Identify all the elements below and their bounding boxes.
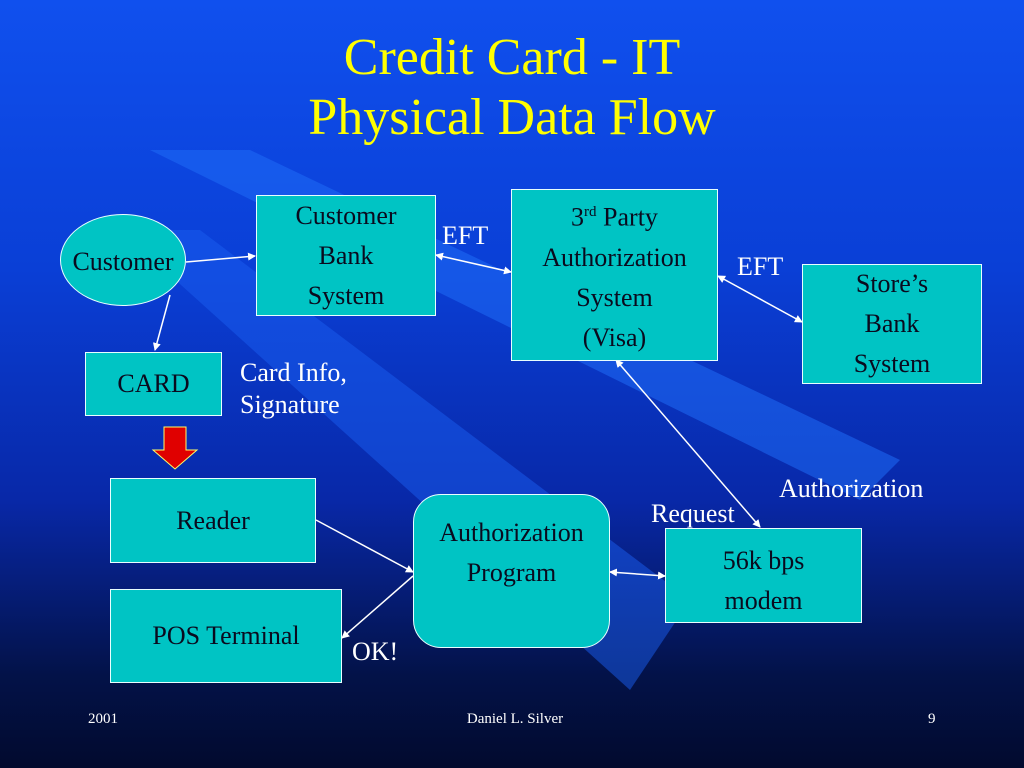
customer-label: Customer — [72, 247, 174, 276]
store-bank-line-3: System — [853, 349, 931, 378]
reader-box: Reader — [110, 478, 316, 563]
auth-program-line-2: Program — [466, 558, 557, 587]
arrow-customer-to-card — [152, 294, 171, 351]
footer-page-number: 9 — [928, 711, 936, 727]
footer-year: 2001 — [88, 711, 118, 727]
arrow-visa-storebank — [717, 275, 803, 323]
customer-bank-line-2: Bank — [318, 240, 374, 270]
store-bank-line-1: Store’s — [855, 269, 929, 298]
modem-line-1: 56k bps — [722, 546, 805, 575]
eft-label-left: EFT — [442, 221, 489, 250]
card-info-line-1: Card Info, — [240, 358, 347, 387]
title-line-1: Credit Card - IT — [343, 29, 681, 86]
arrow-customer-to-bank — [185, 252, 256, 263]
arrow-program-to-pos — [341, 575, 414, 639]
arrow-bank-visa — [435, 252, 512, 275]
arrow-reader-to-program — [315, 519, 414, 573]
card-info-line-2: Signature — [240, 390, 340, 419]
reader-label: Reader — [176, 505, 250, 535]
authorization-program-box: Authorization Program — [413, 494, 610, 648]
ok-label: OK! — [352, 637, 399, 666]
modem-box: 56k bps modem — [665, 528, 862, 623]
customer-bank-line-3: System — [307, 280, 385, 310]
authorization-label: Authorization — [779, 474, 924, 503]
modem-line-2: modem — [724, 586, 803, 615]
store-bank-line-2: Bank — [864, 309, 920, 338]
customer-bank-system-box: Customer Bank System — [256, 195, 436, 316]
pos-terminal-label: POS Terminal — [152, 621, 300, 650]
customer-node — [60, 214, 186, 306]
stores-bank-system-box: Store’s Bank System — [802, 264, 982, 384]
visa-line-4: (Visa) — [582, 322, 647, 352]
visa-line-2: Authorization — [542, 242, 687, 272]
card-info-label: Card Info, Signature — [240, 357, 347, 421]
footer-author: Daniel L. Silver — [466, 711, 564, 727]
slide-title: Credit Card - IT Physical Data Flow — [0, 28, 1024, 148]
third-party-authorization-box: 3rd Party Authorization System (Visa) — [511, 189, 718, 361]
card-label: CARD — [117, 369, 190, 398]
auth-program-line-1: Authorization — [439, 518, 584, 547]
title-line-2: Physical Data Flow — [308, 89, 716, 146]
visa-line-1: 3rd Party — [571, 202, 658, 232]
visa-line-3: System — [576, 282, 653, 312]
eft-label-right: EFT — [737, 252, 784, 281]
request-label: Request — [651, 499, 735, 528]
pos-terminal-box: POS Terminal — [110, 589, 342, 683]
card-box: CARD — [85, 352, 222, 416]
down-arrow-icon — [151, 426, 199, 470]
customer-bank-line-1: Customer — [295, 200, 397, 230]
arrow-program-modem — [609, 568, 666, 580]
arrow-visa-modem — [615, 359, 761, 528]
